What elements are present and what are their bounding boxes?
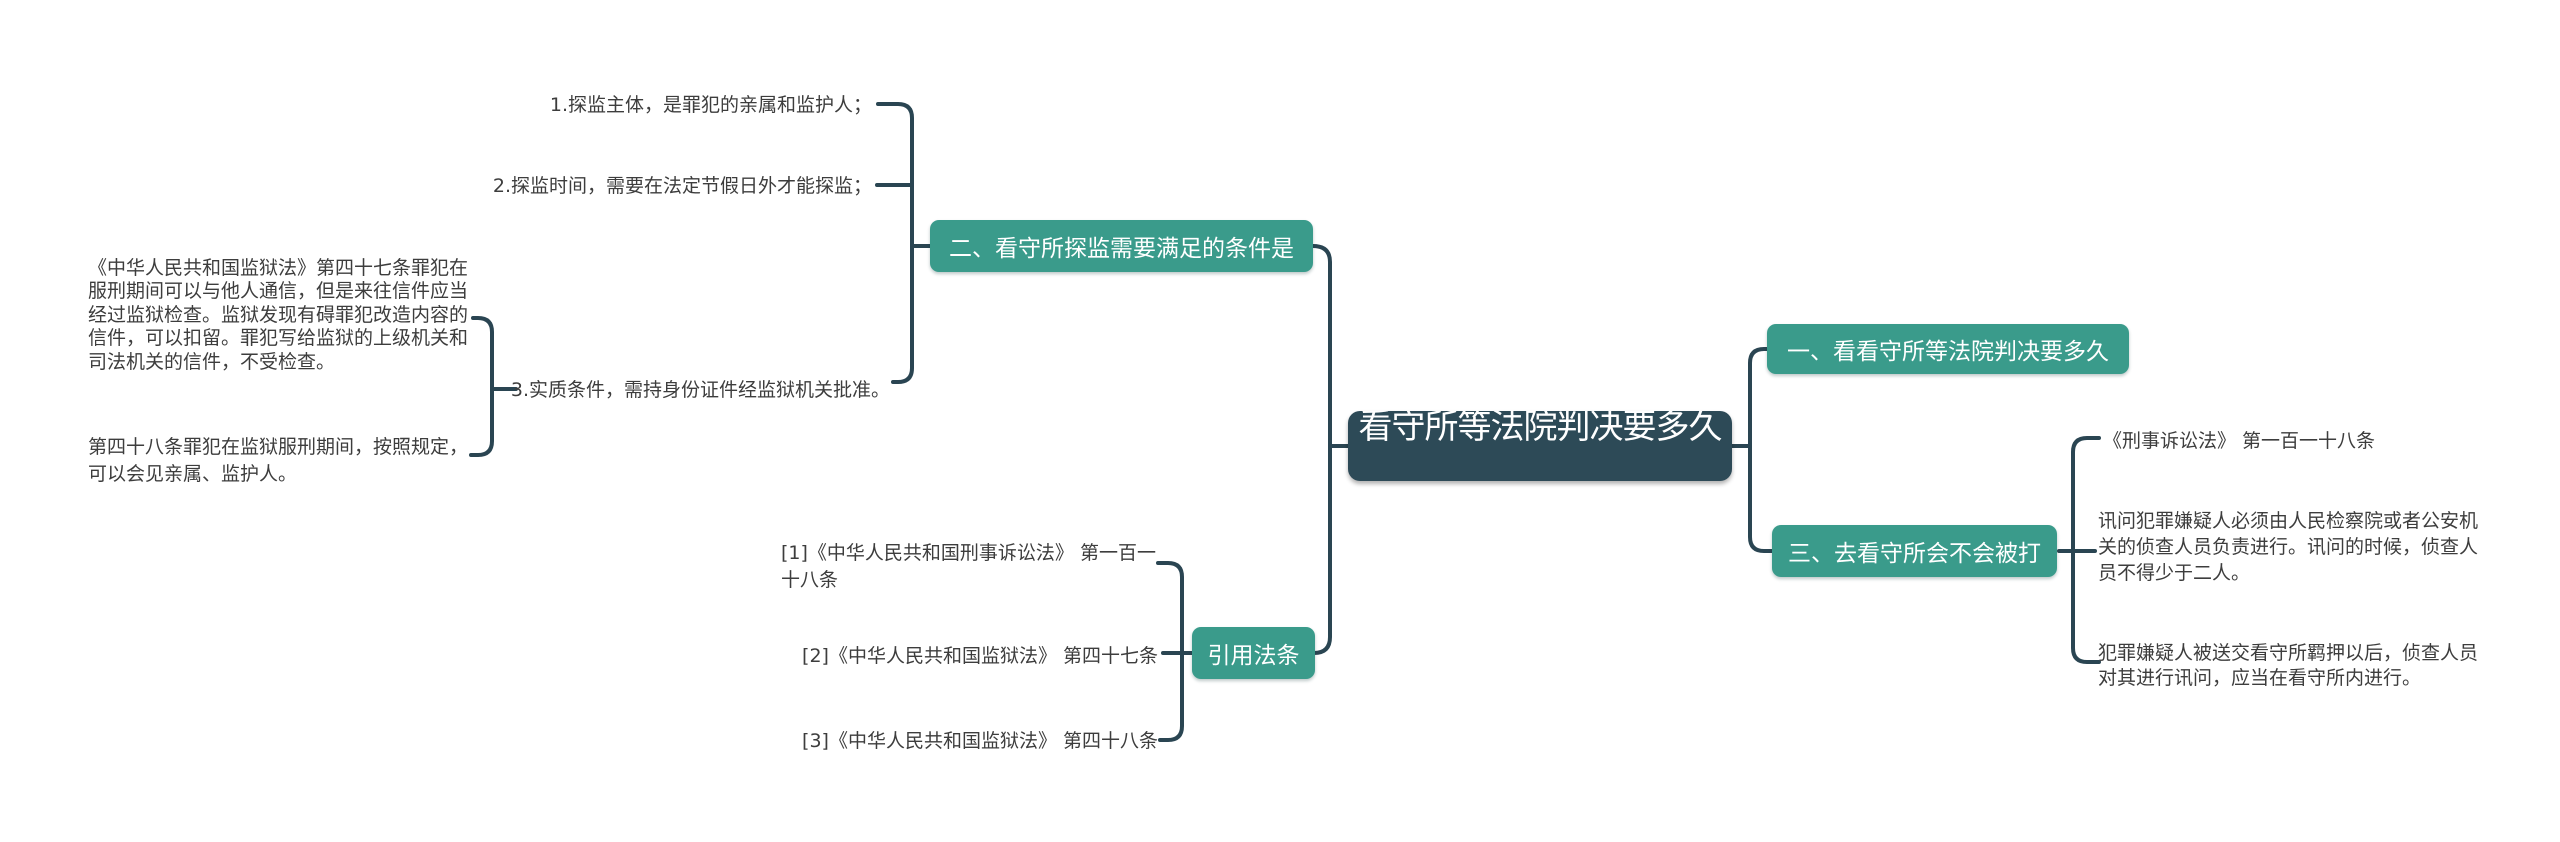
leaf-citation-1[interactable]: [1]《中华人民共和国刑事诉讼法》 第一百一十八条 (781, 542, 1156, 591)
leaf-citation-3[interactable]: [3]《中华人民共和国监狱法》 第四十八条 (802, 730, 1158, 752)
connector-right-trunk (1748, 347, 1776, 553)
connector-left-trunk (1311, 244, 1332, 655)
branch-node-3-beaten[interactable]: 三、去看守所会不会被打 (1772, 525, 2057, 577)
branch-node-citations[interactable]: 引用法条 (1192, 627, 1315, 679)
branch-node-1-how-long[interactable]: 一、看看守所等法院判决要多久 (1767, 324, 2129, 374)
leaf-detention-interrogation-rule[interactable]: 犯罪嫌疑人被送交看守所羁押以后，侦查人员对其进行讯问，应当在看守所内进行。 (2098, 642, 2479, 689)
leaf-citation-2[interactable]: [2]《中华人民共和国监狱法》 第四十七条 (802, 645, 1158, 667)
leaf-prison-law-47[interactable]: 《中华人民共和国监狱法》第四十七条罪犯在服刑期间可以与他人通信，但是来往信件应当… (88, 257, 469, 373)
leaf-condition-2[interactable]: 2.探监时间，需要在法定节假日外才能探监； (492, 175, 872, 197)
root-node-label: 看守所等法院判决要多久 (1358, 411, 1723, 447)
connector-branch3-children-bracket (2071, 436, 2101, 664)
leaf-interrogation-rule[interactable]: 讯问犯罪嫌疑人必须由人民检察院或者公安机关的侦查人员负责进行。讯问的时候，侦查人… (2098, 510, 2479, 584)
connector-condition3-children-bracket (469, 316, 494, 457)
connector-branch2-children-bracket (876, 102, 914, 384)
branch-node-2-visit-conditions[interactable]: 二、看守所探监需要满足的条件是 (930, 220, 1313, 272)
leaf-prison-law-48[interactable]: 第四十八条罪犯在监狱服刑期间，按照规定，可以会见亲属、监护人。 (88, 436, 469, 485)
leaf-criminal-procedure-law-118[interactable]: 《刑事诉讼法》 第一百一十八条 (2103, 430, 2376, 452)
root-node[interactable]: 看守所等法院判决要多久 (1348, 411, 1732, 481)
leaf-condition-1[interactable]: 1.探监主体，是罪犯的亲属和监护人； (549, 94, 872, 116)
leaf-condition-3[interactable]: 3.实质条件，需持身份证件经监狱机关批准。 (510, 379, 890, 401)
